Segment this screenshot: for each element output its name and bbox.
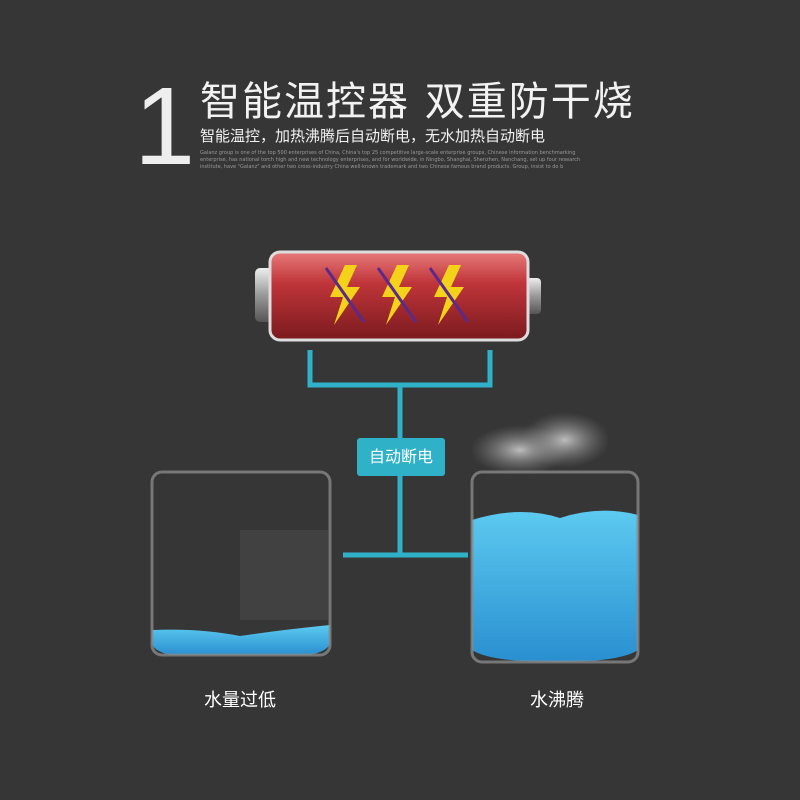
glass-boiling-water <box>470 412 640 664</box>
battery-icon <box>255 250 541 342</box>
boiling-water-label: 水沸腾 <box>530 690 584 711</box>
fine-print: Galanz group is one of the top 500 enter… <box>200 150 581 170</box>
cross-out-lines <box>324 267 470 323</box>
auto-power-off-switch-label: 自动断电 <box>357 438 445 476</box>
feature-subtitle: 智能温控，加热沸腾后自动断电，无水加热自动断电 <box>200 127 546 145</box>
feature-title: 智能温控器 双重防干烧 <box>200 79 635 125</box>
feature-number: 1 <box>134 65 196 188</box>
glass-low-water <box>150 470 332 657</box>
low-water-label: 水量过低 <box>204 690 276 711</box>
